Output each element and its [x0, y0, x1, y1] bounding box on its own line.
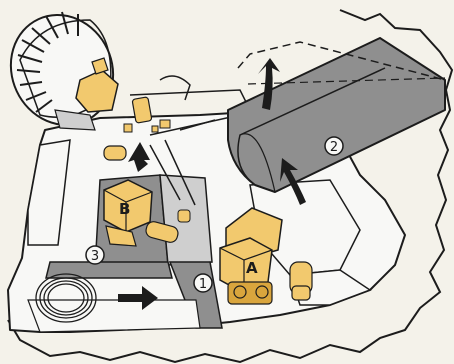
callout-3: 3 — [86, 246, 104, 264]
label-b: B — [119, 200, 130, 218]
svg-text:2: 2 — [330, 140, 338, 155]
label-a: A — [246, 259, 258, 277]
lower-left-tray — [46, 262, 172, 278]
svg-text:1: 1 — [199, 277, 207, 292]
callout-1: 1 — [194, 274, 212, 292]
svg-text:3: 3 — [91, 249, 99, 264]
callout-2: 2 — [325, 137, 343, 155]
